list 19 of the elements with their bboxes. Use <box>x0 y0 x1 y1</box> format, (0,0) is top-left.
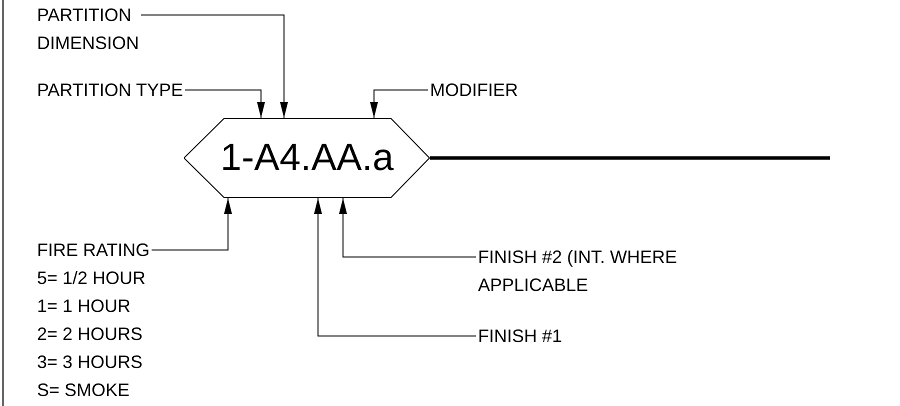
callout-label: FINISH #1 <box>478 326 562 346</box>
callout-label: MODIFIER <box>430 80 518 100</box>
rating-option: S= SMOKE <box>37 380 130 400</box>
tag-line <box>430 156 830 160</box>
rating-option: 5= 1/2 HOUR <box>37 268 146 288</box>
leader-line <box>370 90 428 118</box>
callout-label: PARTITION DIMENSION <box>37 5 140 53</box>
rating-option: 3= 3 HOURS <box>37 352 143 372</box>
partition-tag-code: 1-A4.AA.a <box>220 137 394 179</box>
leader-line <box>140 14 288 118</box>
callout-label: FINISH #2 (INT. WHERE APPLICABLE <box>478 247 678 295</box>
rating-option: 1= 1 HOUR <box>37 296 131 316</box>
callout-label: FIRE RATING <box>37 240 150 260</box>
rating-option: 2= 2 HOURS <box>37 324 143 344</box>
leader-line <box>314 198 476 336</box>
leader-line <box>184 90 265 118</box>
callout-label: PARTITION TYPE <box>37 80 184 100</box>
leader-line <box>151 198 232 250</box>
leader-line <box>339 198 476 258</box>
